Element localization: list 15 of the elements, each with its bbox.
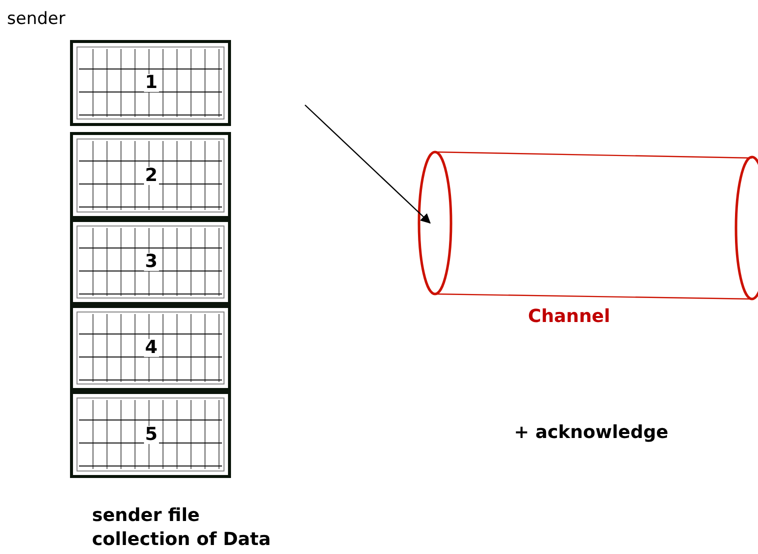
grid-block [70,132,231,219]
arrow [304,104,431,224]
acknowledge-label: + acknowledge [514,422,668,444]
sender-label: sender [7,9,66,30]
grid-block [70,219,231,305]
block-number: 2 [144,166,159,184]
block-number: 1 [144,74,159,92]
block-number: 3 [144,253,159,271]
block-number: 5 [144,426,159,444]
channel-caption: Channel [528,306,610,328]
block-number: 4 [144,339,159,357]
caption: sender file collection of Data [91,504,272,552]
grid-block [70,305,231,391]
grid-block [70,40,231,126]
grid-block [70,391,231,478]
